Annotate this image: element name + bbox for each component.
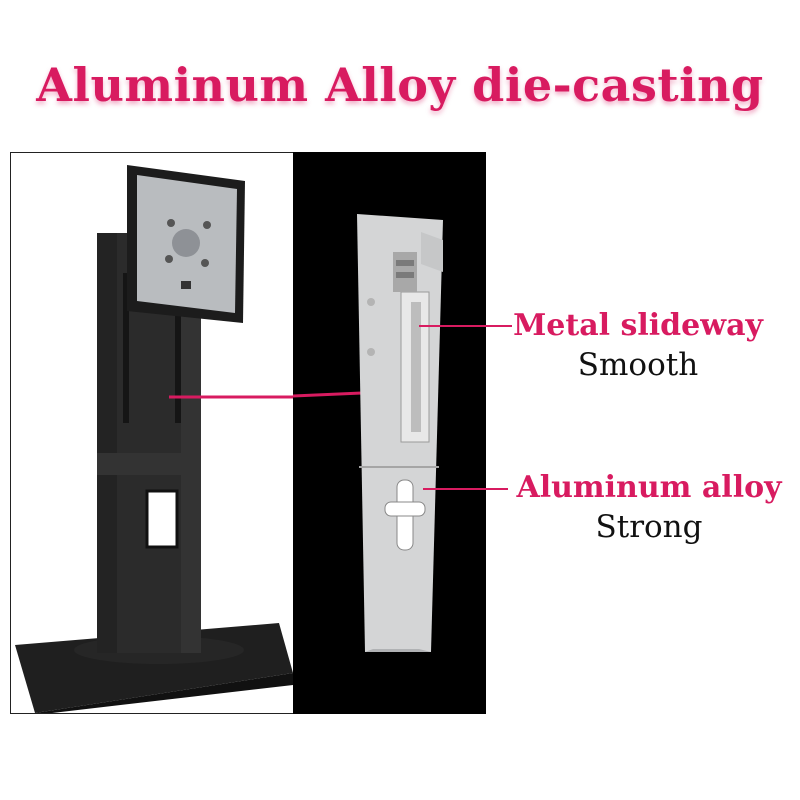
callout-subtext: Strong [595,509,703,545]
slideway-part-photo [293,152,486,714]
callout-line-2 [486,488,508,490]
callout-heading: Aluminum alloy [516,470,782,505]
callout-subtext: Smooth [577,347,699,383]
callout-heading: Metal slideway [513,308,763,343]
callout-metal-slideway: Metal slideway Smooth [508,308,768,383]
page-title: Aluminum Alloy die-casting [36,58,764,112]
callout-line-1 [486,325,512,327]
callout-aluminum-alloy: Aluminum alloy Strong [508,470,790,545]
monitor-stand-photo [10,152,294,714]
